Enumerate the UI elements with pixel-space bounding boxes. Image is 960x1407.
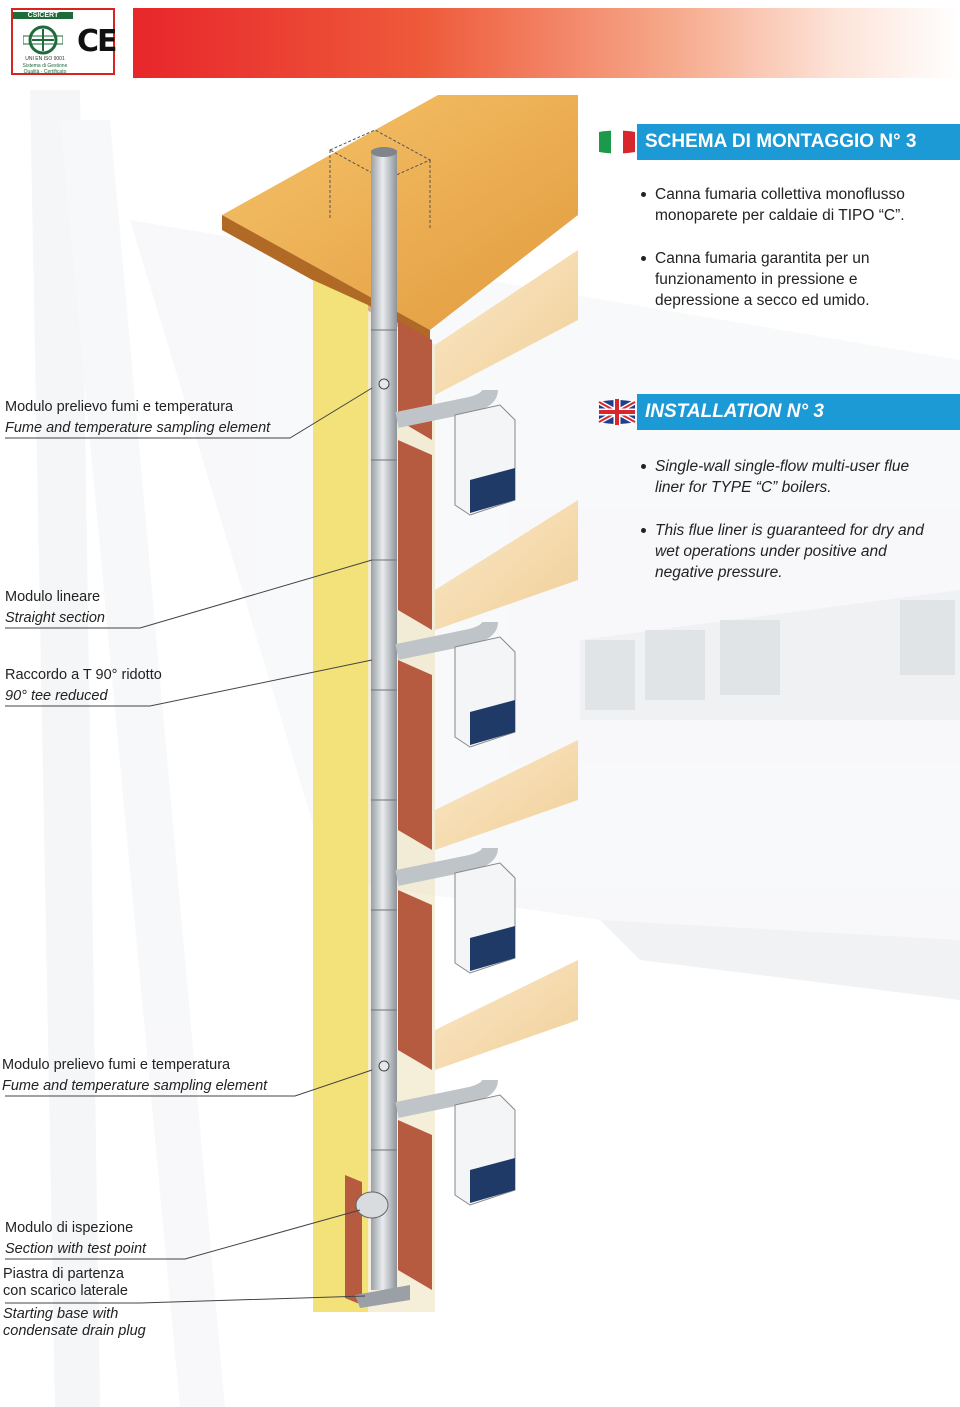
label-it: Modulo prelievo fumi e temperatura xyxy=(5,399,234,415)
label-it: Piastra di partenza xyxy=(3,1266,124,1282)
ce-mark: CE xyxy=(77,24,117,59)
label-it: Modulo di ispezione xyxy=(5,1220,134,1236)
english-bullet-2: This flue liner is guaranteed for dry an… xyxy=(640,520,940,583)
label-sampling-element-bottom: Modulo prelievo fumi e temperatura Fume … xyxy=(2,1055,267,1097)
floor-slabs xyxy=(435,250,578,1070)
italy-flag-icon xyxy=(599,130,635,154)
cert-brand: CSICERT xyxy=(13,12,73,19)
label-en: Fume and temperature sampling element xyxy=(2,1078,268,1094)
certification-badge: CSICERT UNI EN ISO 9001 Sistema di Gesti… xyxy=(11,8,117,75)
header-banner xyxy=(133,8,960,78)
italian-section-title: SCHEMA DI MONTAGGIO N° 3 xyxy=(637,124,960,160)
label-en: Fume and temperature sampling element xyxy=(5,420,271,436)
italian-bullets: Canna fumaria collettiva monoflusso mono… xyxy=(640,184,940,333)
label-sampling-element-top: Modulo prelievo fumi e temperatura Fume … xyxy=(5,397,270,439)
boilers xyxy=(395,388,516,1206)
label-straight-section: Modulo lineare Straight section xyxy=(5,587,105,629)
english-section-title: INSTALLATION N° 3 xyxy=(637,394,960,430)
cert-standard: UNI EN ISO 9001 xyxy=(25,56,65,62)
label-it: Modulo prelievo fumi e temperatura xyxy=(2,1057,231,1073)
label-en: Starting base with xyxy=(3,1306,119,1322)
english-bullet-1: Single-wall single-flow multi-user flue … xyxy=(640,456,940,498)
flue-pipe xyxy=(371,150,397,1290)
uk-flag-icon xyxy=(597,399,637,425)
label-starting-base: Piastra di partenza con scarico laterale… xyxy=(3,1266,146,1340)
label-en: 90° tee reduced xyxy=(5,688,108,704)
roof xyxy=(222,95,578,330)
label-it: Modulo lineare xyxy=(5,589,101,605)
cert-line-1: Sistema di Gestione xyxy=(22,63,68,69)
leader-lines xyxy=(5,387,373,1304)
label-en-2: condensate drain plug xyxy=(3,1323,146,1339)
label-it-2: con scarico laterale xyxy=(3,1283,128,1299)
label-inspection-module: Modulo di ispezione Section with test po… xyxy=(5,1218,146,1260)
label-tee-reduced: Raccordo a T 90° ridotto 90° tee reduced xyxy=(5,665,162,707)
label-en: Section with test point xyxy=(5,1241,147,1257)
label-it: Raccordo a T 90° ridotto xyxy=(5,667,162,683)
label-en: Straight section xyxy=(5,610,105,626)
italian-bullet-2: Canna fumaria garantita per un funzionam… xyxy=(640,248,940,311)
wall xyxy=(313,280,368,1312)
cert-line-2: Qualità · Certificato xyxy=(23,69,67,75)
italian-bullet-1: Canna fumaria collettiva monoflusso mono… xyxy=(640,184,940,226)
certification-seal-icon xyxy=(23,25,63,55)
english-bullets: Single-wall single-flow multi-user flue … xyxy=(640,456,940,605)
